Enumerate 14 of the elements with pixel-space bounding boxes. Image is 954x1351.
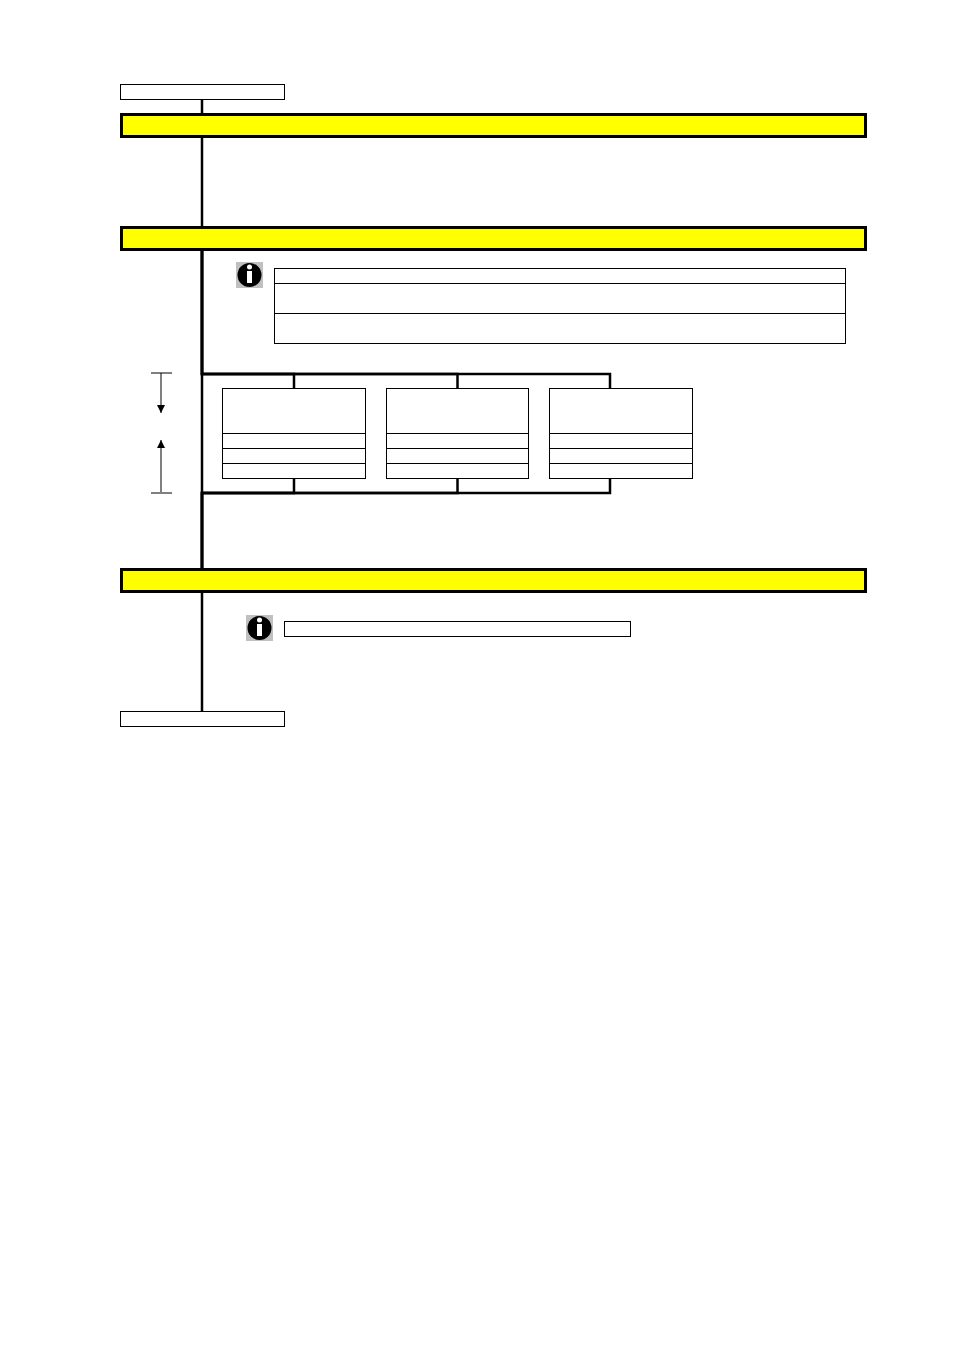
section-bar	[120, 113, 867, 138]
section-bar	[120, 568, 867, 593]
empty-box	[549, 388, 693, 479]
empty-box	[120, 84, 285, 100]
empty-box	[284, 621, 631, 637]
empty-box	[386, 388, 529, 479]
connector-line	[200, 251, 612, 388]
empty-box	[222, 388, 366, 479]
connector-line	[200, 593, 204, 711]
connector-line	[200, 138, 204, 226]
empty-box	[120, 711, 285, 727]
section-bar	[120, 226, 867, 251]
empty-box	[274, 268, 846, 344]
connector-line	[200, 479, 612, 568]
